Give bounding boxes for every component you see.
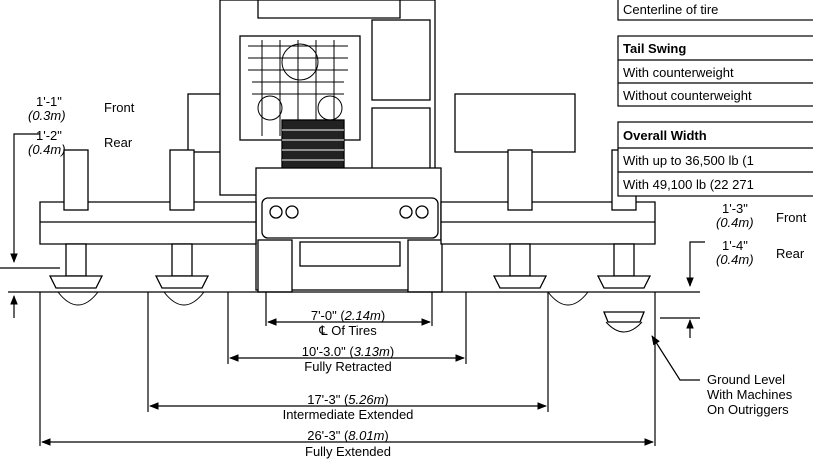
dimension-lines (0, 133, 705, 446)
left-outer-cylinder (63, 149, 89, 211)
dim-fully-extended-value: 26'-3" (8.01m) (307, 428, 389, 443)
right-rear-label: Rear (776, 246, 805, 261)
tail-swing-row-2: Without counterweight (623, 88, 752, 103)
machine-illustration (39, 0, 656, 333)
dim-fully-extended-caption: Fully Extended (305, 444, 391, 459)
left-outer-ground-hatch (57, 291, 99, 306)
dim-retracted-caption: Fully Retracted (304, 359, 391, 374)
dim-intermediate-value: 17'-3" (5.26m) (307, 392, 389, 407)
ground-note-line-2: With Machines (707, 387, 793, 402)
left-rear-leader (10, 133, 40, 263)
dim-centerline-caption: ℄ Of Tires (318, 323, 377, 338)
headlight-right (399, 205, 413, 219)
dim-centerline-value: 7'-0" (2.14m) (311, 308, 385, 323)
right-rear-metric: (0.4m) (716, 252, 754, 267)
left-rear-metric: (0.4m) (28, 142, 66, 157)
headlight-left (269, 205, 283, 219)
lowered-right-pad (603, 311, 645, 323)
left-rear-value: 1'-2" (36, 128, 62, 143)
left-front-label: Front (104, 100, 135, 115)
right-outer-pad (596, 275, 652, 289)
dim-intermediate-caption: Intermediate Extended (283, 407, 414, 422)
center-tire (257, 239, 293, 293)
ground-note-line-1: Ground Level (707, 372, 785, 387)
headlight-right-2 (415, 205, 429, 219)
left-inner-pad (154, 275, 210, 289)
right-inner-cylinder (507, 149, 533, 211)
right-rear-leader (686, 241, 705, 287)
left-front-value: 1'-1" (36, 94, 62, 109)
overall-width-table (617, 121, 813, 197)
right-inner-pad (492, 275, 548, 289)
front-axle (299, 241, 401, 267)
labels: Centerline of tire Tail Swing With count… (28, 2, 807, 459)
overall-width-title: Overall Width (623, 128, 707, 143)
headlight-left-2 (285, 205, 299, 219)
bumper (261, 197, 439, 239)
tail-swing-table (617, 35, 813, 107)
left-outer-pad (48, 275, 104, 289)
ground-level-leader (651, 335, 700, 381)
center-tire-right (407, 239, 443, 293)
right-front-label: Front (776, 210, 807, 225)
ground-note-line-3: On Outriggers (707, 402, 789, 417)
spec-tables (617, 0, 813, 197)
right-side-panel (454, 93, 576, 153)
right-front-metric: (0.4m) (716, 215, 754, 230)
cab-roof (257, 0, 401, 19)
overall-width-row-2: With 49,100 lb (22 271 (623, 177, 754, 192)
tail-swing-title: Tail Swing (623, 41, 686, 56)
left-inner-cylinder (169, 149, 195, 211)
cab-window-right (371, 19, 431, 101)
left-front-metric: (0.3m) (28, 108, 66, 123)
first-table-row (617, 0, 813, 21)
first-table-last-row: Centerline of tire (623, 2, 718, 17)
left-rear-label: Rear (104, 135, 133, 150)
right-front-value: 1'-3" (722, 201, 748, 216)
tail-swing-row-1: With counterweight (623, 65, 734, 80)
dim-retracted-value: 10'-3.0" (3.13m) (302, 344, 394, 359)
right-rear-value: 1'-4" (722, 238, 748, 253)
right-outrigger-beam (440, 201, 656, 245)
overall-width-row-1: With up to 36,500 lb (1 (623, 153, 754, 168)
